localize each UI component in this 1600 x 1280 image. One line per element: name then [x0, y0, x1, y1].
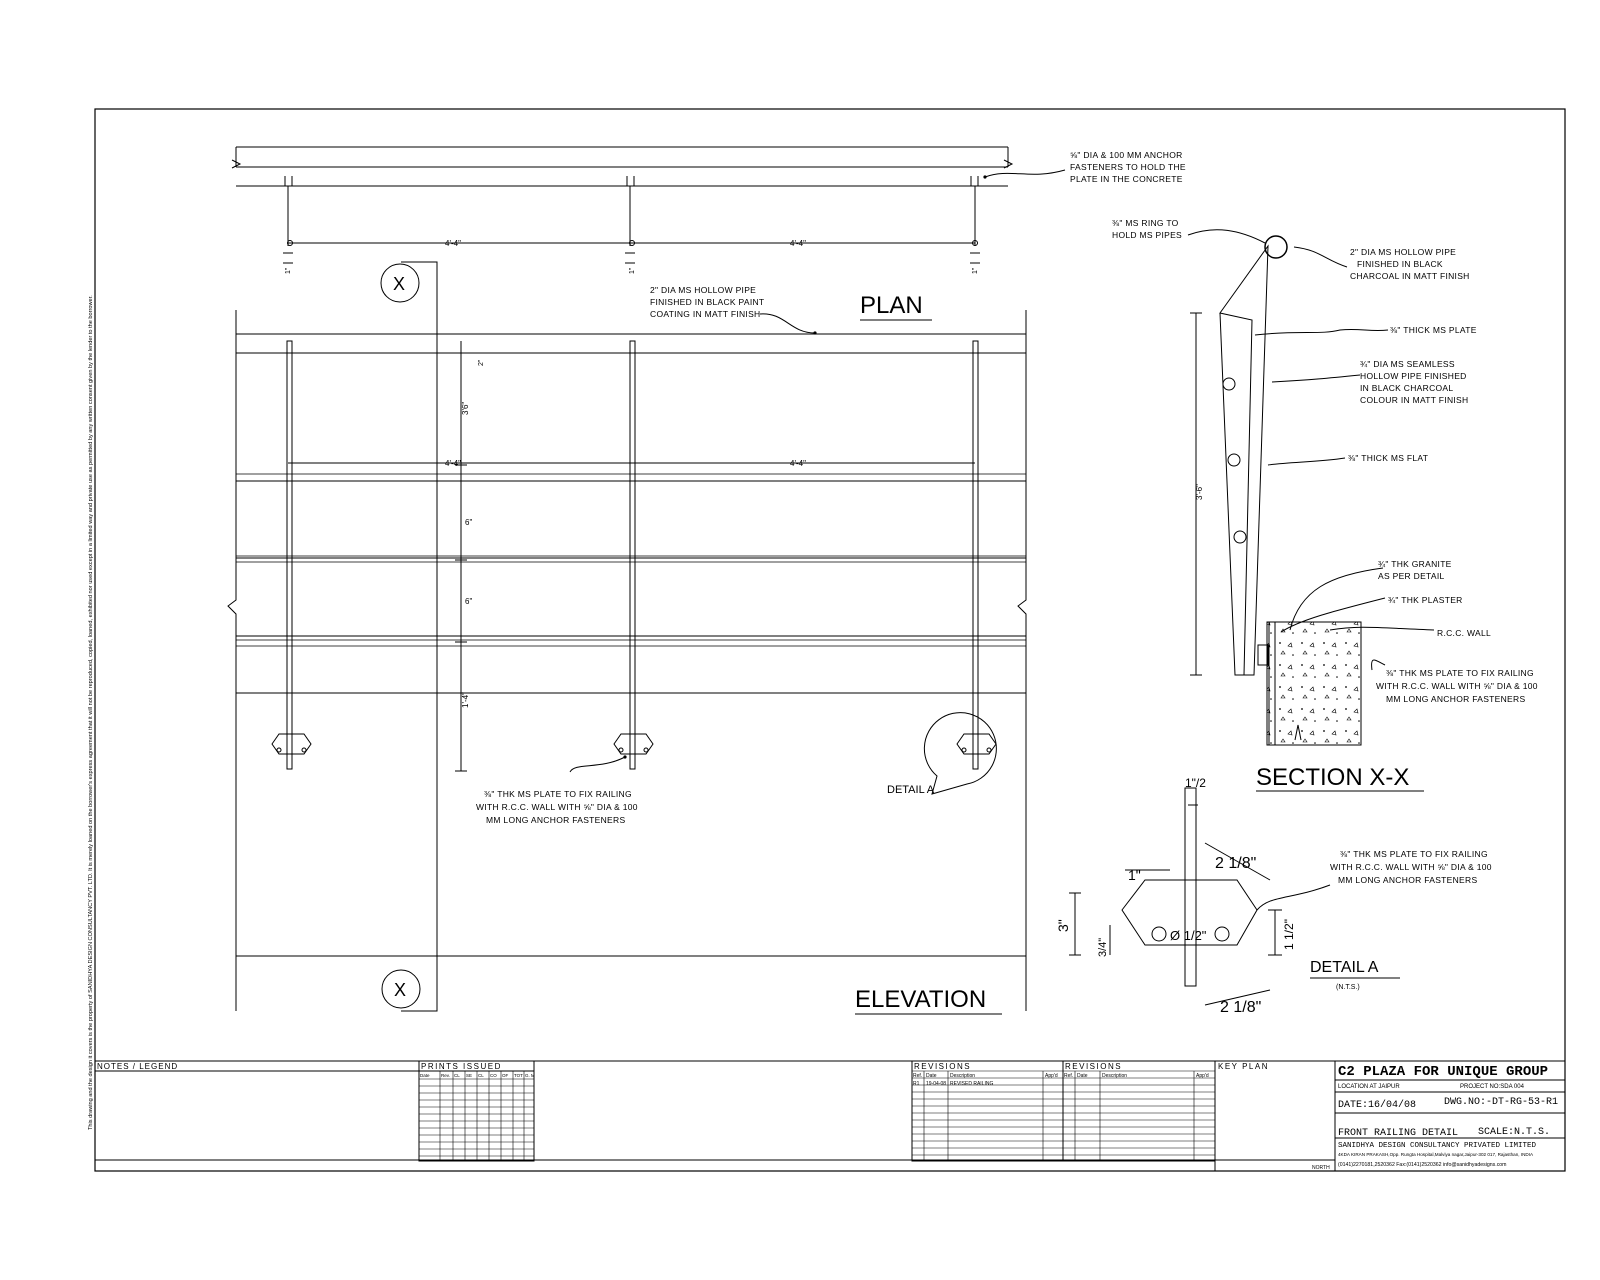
section-rcc-note: R.C.C. WALL	[1437, 628, 1491, 638]
company-address: 4KDA KIRAN PRAKASH,Opp. Rungta Hospital,…	[1338, 1152, 1534, 1157]
detail-a-callout: DETAIL A	[887, 784, 935, 796]
plan-dim-1: 4'-4"	[445, 239, 461, 248]
key-plan-label: KEY PLAN	[1218, 1062, 1269, 1071]
detail-a-title: DETAIL A	[1310, 959, 1379, 976]
elev-dim-pipe: 2"	[478, 359, 485, 366]
elev-dim-gap-2: 6"	[465, 597, 472, 606]
section-granite-note: ¾" THK GRANITE AS PER DETAIL	[1378, 559, 1454, 581]
detail-dim-left-top: 1"	[1128, 867, 1141, 883]
prints-col-3: SE	[466, 1073, 472, 1078]
plan-dim-2: 4'-4"	[790, 239, 806, 248]
date: DATE:16/04/08	[1338, 1099, 1416, 1111]
detail-dim-top: 1"/2	[1185, 776, 1206, 790]
elevation-view: X X	[227, 261, 1027, 1015]
rev2-col-desc: Description	[1102, 1073, 1127, 1079]
prints-col-4: CL	[478, 1073, 484, 1078]
plan-pipe-note: 2" DIA MS HOLLOW PIPE FINISHED IN BLACK …	[650, 285, 767, 319]
plan-title: PLAN	[860, 292, 923, 319]
section-hollow-pipe-note: 2" DIA MS HOLLOW PIPE FINISHED IN BLACK …	[1350, 247, 1470, 281]
project-no: PROJECT NO:SDA 004	[1460, 1084, 1525, 1090]
detail-a-view: 1"/2 1" 2 1/8" 3" 3/4" Ø 1/2" 1 1/2" 2 1…	[1055, 776, 1495, 1016]
plan-post-label-1: 1"	[285, 267, 292, 274]
title-block: NOTES / LEGEND PRINTS ISSUED Date Rev. CL S…	[95, 1060, 1565, 1171]
detail-a-note: ⅜" THK MS PLATE TO FIX RAILING WITH R.C.…	[1330, 849, 1495, 885]
rev-row-date: 19-04-08	[926, 1081, 946, 1087]
elevation-title: ELEVATION	[855, 986, 986, 1013]
detail-a-scale: (N.T.S.)	[1336, 984, 1360, 991]
drawing-title: FRONT RAILING DETAIL	[1338, 1128, 1458, 1139]
company-contact: (0141)2270181,2520362 Fax:(0141)2520362 …	[1338, 1162, 1507, 1168]
plan-view: 4'-4" 4'-4" 1" 1" 1" ⅝" DIA & 100 MM ANC…	[231, 146, 1189, 335]
section-plaster-note: ¾" THK PLASTER	[1388, 595, 1463, 605]
rev-col-ref: Ref.	[913, 1073, 922, 1079]
elev-dim-bottom: 1'-4"	[461, 692, 470, 708]
prints-col-8: G. M	[525, 1073, 535, 1078]
section-plate-note: ⅜" THICK MS PLATE	[1390, 325, 1477, 335]
prints-col-5: CO	[490, 1073, 497, 1078]
copyright-note: This drawing and the design it covers is…	[88, 295, 94, 1130]
section-flat-note: ⅜" THICK MS FLAT	[1348, 453, 1428, 463]
section-marker-top-label: X	[393, 274, 405, 294]
detail-dim-inner: 3/4"	[1097, 938, 1109, 957]
plan-post-label-3: 1"	[972, 267, 979, 274]
elev-dim-1: 4'-4"	[445, 459, 461, 468]
prints-col-2: CL	[454, 1073, 460, 1078]
company-name: SANIDHYA DESIGN CONSULTANCY PRIVATED LIM…	[1338, 1142, 1537, 1150]
prints-col-6: OF	[502, 1073, 509, 1078]
section-anchor-plate-note: ⅜" THK MS PLATE TO FIX RAILING WITH R.C.…	[1376, 668, 1541, 704]
sheet-border	[94, 108, 1566, 1172]
elev-dim-2: 4'-4"	[790, 459, 806, 468]
notes-header: NOTES / LEGEND	[97, 1062, 178, 1071]
rev-row-desc: REVISED RAILING	[950, 1081, 993, 1087]
section-title: SECTION X-X	[1256, 764, 1409, 791]
section-dim-height: 3'-6"	[1195, 484, 1204, 500]
section-seamless-note: ¾" DIA MS SEAMLESS HOLLOW PIPE FINISHED …	[1360, 359, 1469, 405]
section-view: 3'-6" ⅜" MS RING TO HOLD MS PIPES	[1112, 218, 1541, 792]
plan-anchor-note: ⅝" DIA & 100 MM ANCHOR FASTENERS TO HOLD…	[1070, 150, 1189, 184]
project-title: C2 PLAZA FOR UNIQUE GROUP	[1338, 1064, 1548, 1080]
rev2-col-date: Date	[1077, 1073, 1088, 1079]
rev-col-date: Date	[926, 1073, 937, 1079]
detail-dim-width-bottom: 2 1/8"	[1220, 999, 1261, 1016]
detail-dim-width-top: 2 1/8"	[1215, 855, 1256, 872]
plan-post-label-2: 1"	[629, 267, 636, 274]
location: LOCATION AT JAIPUR	[1338, 1084, 1400, 1090]
prints-col-7: TOT	[514, 1073, 523, 1078]
revisions-header: REVISIONS	[914, 1062, 971, 1071]
detail-a-bubble	[923, 712, 997, 795]
rev-col-desc: Description	[950, 1073, 975, 1079]
revisions-header-2: REVISIONS	[1065, 1062, 1122, 1071]
dwg-no: DWG.NO:-DT-RG-53-R1	[1444, 1097, 1558, 1108]
detail-dim-right: 1 1/2"	[1282, 919, 1296, 950]
section-marker-bottom-label: X	[394, 980, 406, 1000]
prints-col-1: Rev.	[441, 1073, 450, 1078]
section-marker-top	[380, 263, 420, 303]
rev-row-ref: R1	[913, 1081, 920, 1087]
detail-dim-hole: Ø 1/2"	[1170, 928, 1207, 943]
prints-header: PRINTS ISSUED	[421, 1062, 502, 1071]
rev2-col-ref: Ref.	[1064, 1073, 1073, 1079]
rev2-col-appd: App'd	[1196, 1073, 1209, 1079]
elev-dim-gap-1: 6"	[465, 518, 472, 527]
detail-dim-height: 3"	[1055, 919, 1071, 932]
section-ring-note: ⅜" MS RING TO HOLD MS PIPES	[1112, 218, 1182, 240]
prints-col-0: Date	[420, 1073, 430, 1078]
elev-plate-note: ⅜" THK MS PLATE TO FIX RAILING WITH R.C.…	[476, 789, 641, 825]
rev-col-appd: App'd	[1045, 1073, 1058, 1079]
section-marker-bottom	[381, 969, 421, 1009]
scale: SCALE:N.T.S.	[1478, 1127, 1550, 1138]
elev-dim-top: 3'6"	[461, 402, 470, 415]
north-label: NORTH	[1312, 1165, 1330, 1171]
